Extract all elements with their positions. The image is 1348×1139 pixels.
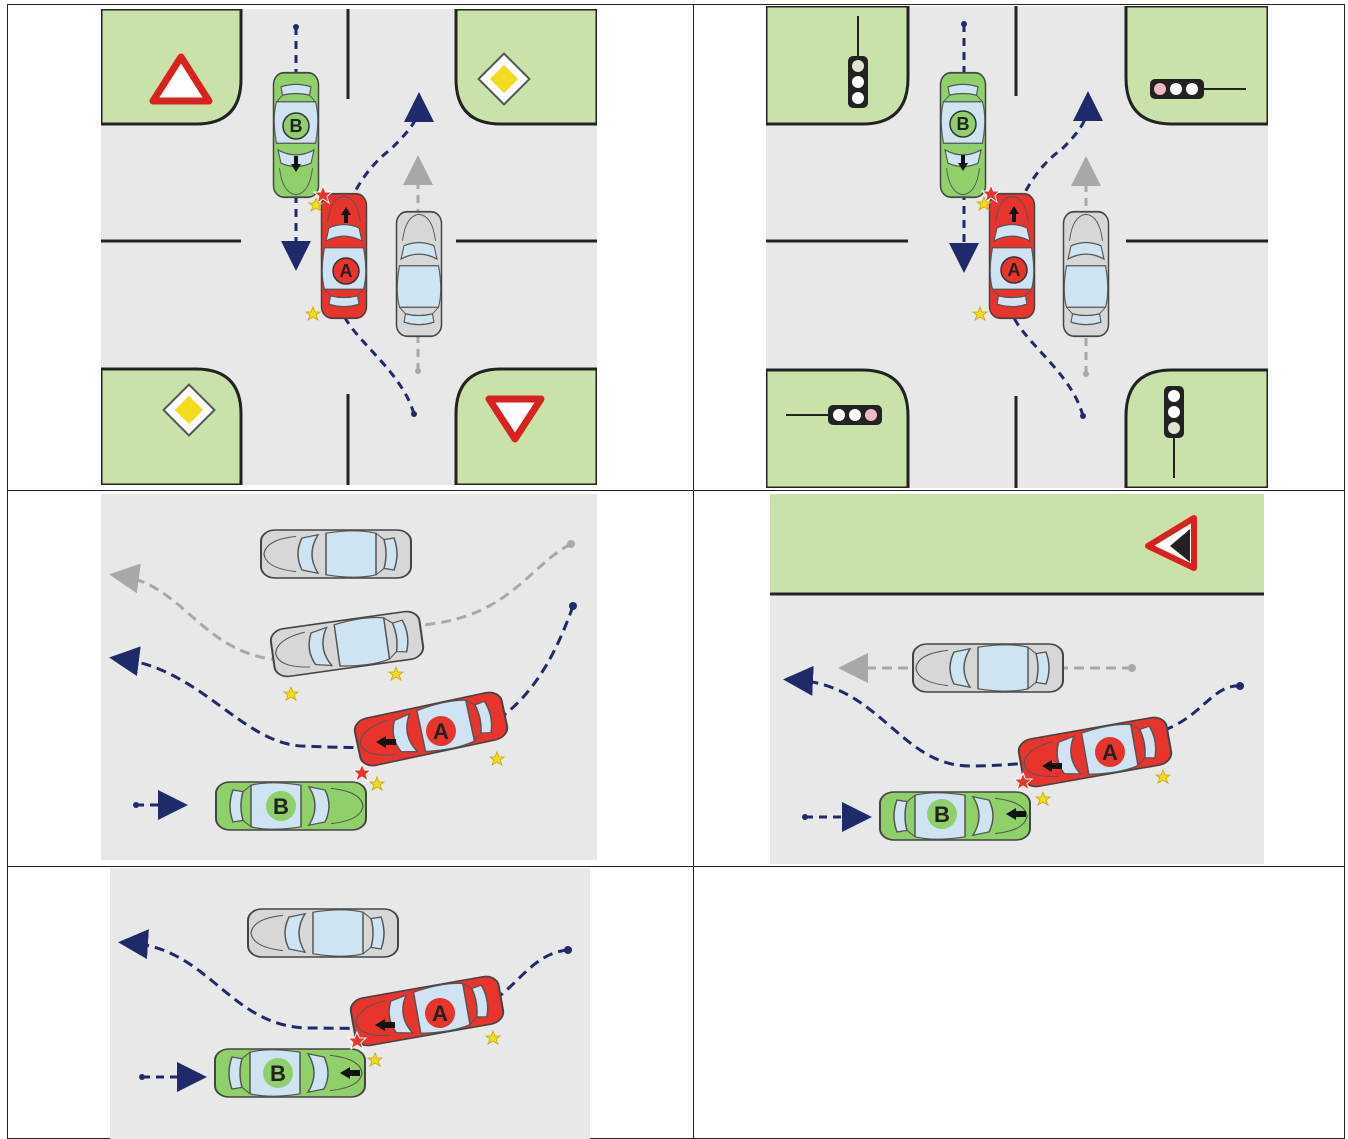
- car-a-label: A: [1102, 740, 1118, 765]
- steep-descent-sign-icon: [1145, 515, 1197, 571]
- give-way-icon: [485, 395, 545, 443]
- car-b-label: B: [270, 1061, 286, 1086]
- panel-overtake-two-cars: A B: [101, 494, 597, 860]
- car-a-label: A: [1008, 260, 1021, 280]
- traffic-light-icon: [1150, 79, 1246, 99]
- car-b-label: B: [934, 802, 950, 827]
- direction-arrow-icon: [341, 207, 351, 223]
- car-a-label: A: [432, 1001, 448, 1026]
- panel-intersection-signs: B A: [101, 9, 597, 485]
- car-b-label: B: [273, 794, 289, 819]
- car-a-label: A: [433, 719, 449, 744]
- traffic-light-icon: [786, 405, 882, 425]
- car-b-label: B: [290, 116, 303, 136]
- panel-intersection-lights: B A: [766, 6, 1268, 488]
- car-a-label: A: [340, 261, 353, 281]
- priority-road-icon: [477, 52, 531, 106]
- traffic-light-icon: [848, 16, 868, 108]
- traffic-light-icon: [1164, 386, 1184, 478]
- car-b-label: B: [957, 114, 970, 134]
- priority-road-icon: [162, 383, 216, 437]
- car-other: [395, 210, 443, 338]
- panel-overtake-with-verge: A B: [770, 494, 1264, 864]
- grass-corner-bl: [101, 367, 243, 485]
- panel-overtake-one-car: A B: [110, 868, 590, 1139]
- warning-triangle-icon: [149, 53, 213, 105]
- cell-r3c2: [693, 866, 1345, 1139]
- direction-arrow-icon: [291, 156, 301, 172]
- grass-corner-tr: [454, 9, 597, 126]
